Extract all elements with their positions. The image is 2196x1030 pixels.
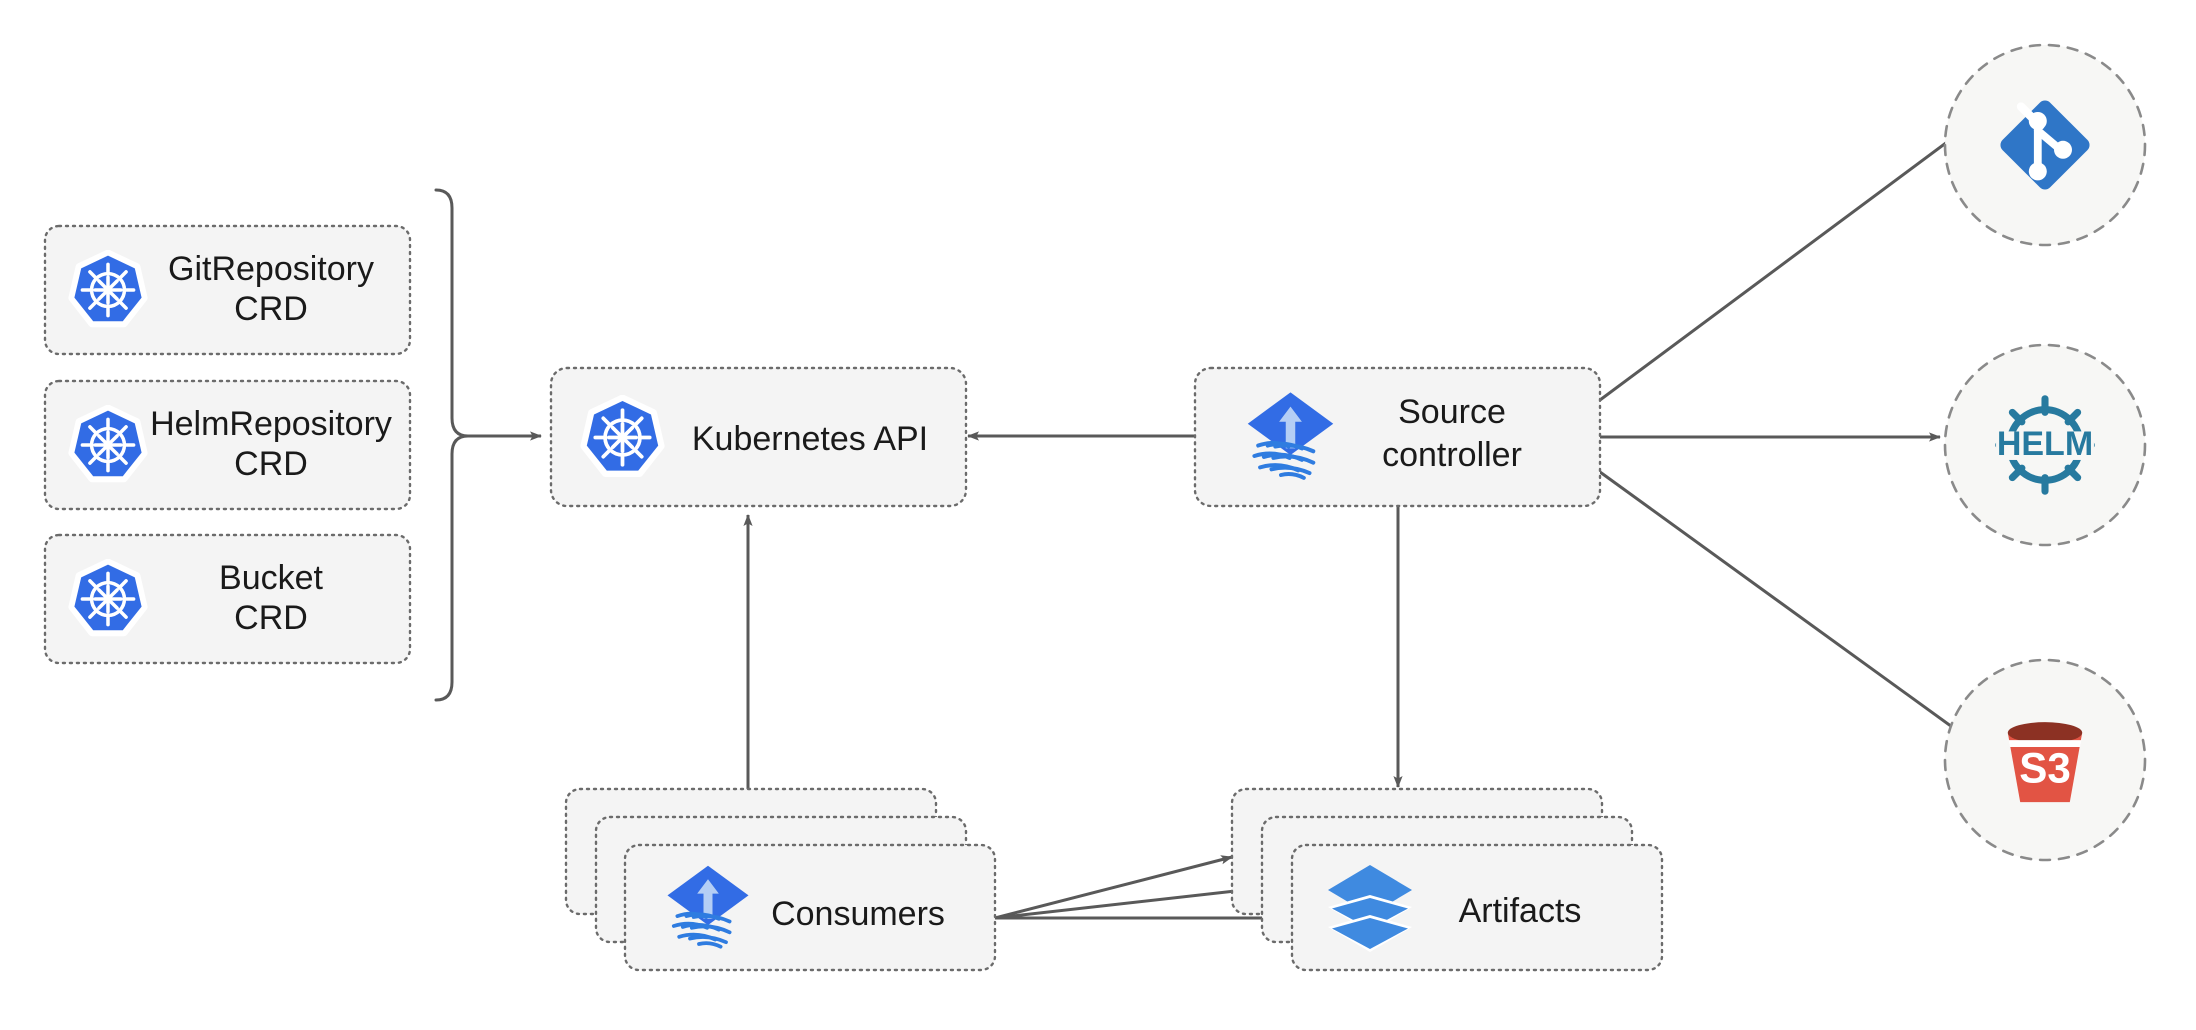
crd-label-line2: CRD — [234, 599, 308, 637]
crd-label-line1: HelmRepository — [150, 405, 392, 443]
source-controller-label-line2: controller — [1382, 436, 1522, 474]
crd-box-background — [43, 224, 412, 356]
crd-group: GitRepository CRD HelmRepository CRD Buc… — [43, 188, 470, 702]
edge-consumers-to-artifacts-2 — [994, 884, 1263, 920]
kubernetes-api-label: Kubernetes API — [692, 420, 928, 458]
node-artifacts[interactable]: Artifacts — [1230, 787, 1664, 972]
source-controller-label-line1: Source — [1398, 393, 1506, 431]
artifacts-label: Artifacts — [1459, 892, 1582, 930]
external-source-helm[interactable] — [1943, 343, 2147, 547]
kubernetes-icon — [584, 398, 661, 473]
kubernetes-api-box — [549, 366, 968, 508]
crd-box-helmrepository[interactable]: HelmRepository CRD — [43, 379, 412, 511]
edge-source-controller-to-git — [1599, 126, 1967, 402]
external-source-git[interactable] — [1943, 43, 2147, 247]
crd-box-background — [43, 379, 412, 511]
kubernetes-icon — [72, 408, 144, 478]
s3-icon — [2007, 722, 2083, 803]
edge-consumers-to-artifacts-1 — [994, 855, 1233, 920]
consumers-label: Consumers — [771, 895, 945, 933]
crd-group-brace — [434, 188, 470, 702]
node-kubernetes-api[interactable]: Kubernetes API — [549, 366, 968, 508]
edge-source-controller-to-s3 — [1599, 470, 1967, 739]
node-consumers[interactable]: Consumers — [564, 787, 997, 972]
crd-label-line1: Bucket — [219, 559, 323, 597]
kubernetes-icon — [72, 562, 144, 632]
helm-icon — [1996, 399, 2094, 491]
crd-label-line1: GitRepository — [168, 250, 374, 288]
crd-box-gitrepository[interactable]: GitRepository CRD — [43, 224, 412, 356]
node-source-controller[interactable]: Source controller — [1193, 366, 1602, 508]
crd-label-line2: CRD — [234, 290, 308, 328]
external-source-s3[interactable] — [1943, 658, 2147, 862]
crd-box-bucket[interactable]: Bucket CRD — [43, 533, 412, 665]
crd-box-background — [43, 533, 412, 665]
kubernetes-icon — [72, 253, 144, 323]
crd-label-line2: CRD — [234, 445, 308, 483]
edge-layer — [468, 126, 1967, 923]
